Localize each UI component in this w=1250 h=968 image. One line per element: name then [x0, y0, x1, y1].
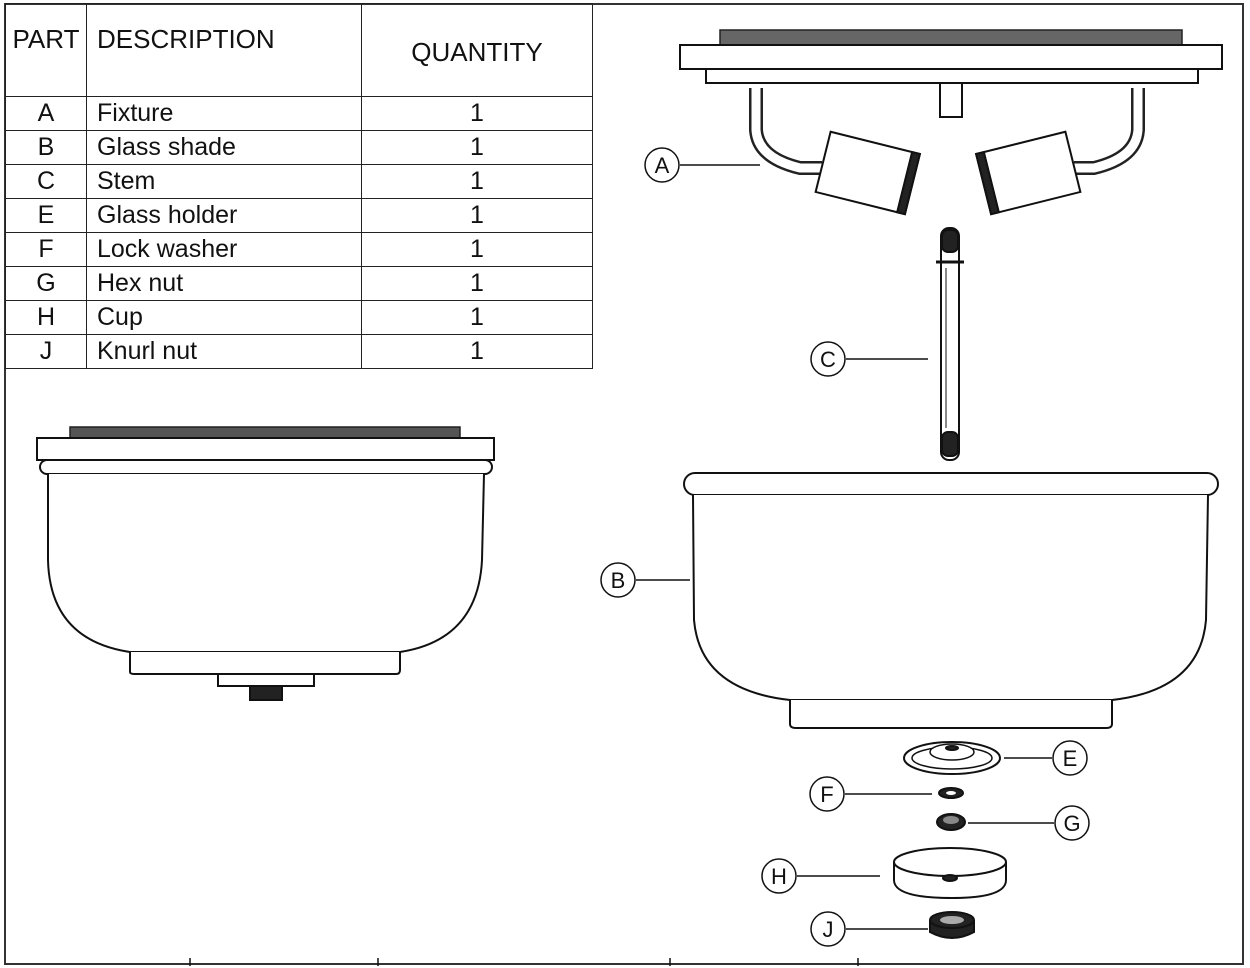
- shade-bowl: [692, 494, 1209, 701]
- callout-a-label: A: [655, 153, 670, 178]
- shade-rim: [683, 472, 1219, 496]
- callout-b-circle: [600, 562, 636, 598]
- fixture-right-socket: [974, 130, 1082, 216]
- assembled-fixture: [36, 426, 495, 701]
- part-a-fixture: [679, 29, 1223, 216]
- assembled-canopy-plate: [36, 437, 495, 461]
- part-g-hex-nut: [936, 813, 966, 831]
- row-description: Knurl nut: [86, 334, 362, 369]
- callout-j-label: J: [823, 917, 834, 942]
- part-e-glass-holder: [903, 741, 1001, 775]
- row-description: Lock washer: [86, 232, 362, 267]
- row-part: F: [5, 232, 87, 267]
- row-description: Stem: [86, 164, 362, 199]
- part-b-glass-shade: [683, 472, 1219, 729]
- part-j-knurl-nut: [929, 911, 975, 939]
- table-row: C Stem 1: [5, 164, 593, 199]
- callout-e-label: E: [1063, 746, 1078, 771]
- part-h-cup: [893, 847, 1007, 900]
- glass-holder-hole: [945, 745, 959, 751]
- callout-g-circle: [1054, 805, 1090, 841]
- callout-f-label: F: [820, 782, 833, 807]
- callout-h-label: H: [771, 864, 787, 889]
- cup-top: [893, 847, 1007, 877]
- row-part: E: [5, 198, 87, 233]
- row-quantity: 1: [361, 334, 593, 369]
- cup-hole: [942, 874, 958, 882]
- fixture-center-stud: [939, 82, 963, 118]
- callout-c-circle: [810, 341, 846, 377]
- row-quantity: 1: [361, 164, 593, 199]
- row-part: B: [5, 130, 87, 165]
- row-quantity: 1: [361, 130, 593, 165]
- callout-g-label: G: [1063, 811, 1080, 836]
- glass-holder-dome: [929, 743, 975, 761]
- table-row: J Knurl nut 1: [5, 334, 593, 369]
- shade-base: [789, 700, 1113, 729]
- callout-e-circle: [1052, 740, 1088, 776]
- header-part: PART: [5, 3, 87, 97]
- table-row: E Glass holder 1: [5, 198, 593, 233]
- callout-f-circle: [809, 776, 845, 812]
- drawing-frame: [4, 3, 1244, 965]
- row-quantity: 1: [361, 96, 593, 131]
- header-description: DESCRIPTION: [86, 3, 362, 97]
- fixture-right-arm-inner: [1074, 88, 1143, 173]
- table-header-row: PART DESCRIPTION QUANTITY: [5, 3, 593, 97]
- assembled-shade-base: [129, 652, 401, 675]
- row-quantity: 1: [361, 300, 593, 335]
- bottom-border-ticks: [189, 958, 859, 966]
- row-part: C: [5, 164, 87, 199]
- row-quantity: 1: [361, 232, 593, 267]
- fixture-left-socket: [814, 130, 922, 216]
- assembled-cup: [217, 673, 315, 687]
- row-part: J: [5, 334, 87, 369]
- row-part: A: [5, 96, 87, 131]
- assembled-shade-bowl: [47, 473, 485, 653]
- stem-bottom-thread: [941, 431, 959, 457]
- stem-top-thread: [941, 229, 959, 253]
- parts-list-table: PART DESCRIPTION QUANTITY A Fixture 1 B …: [5, 3, 593, 369]
- fixture-left-arm-inner: [751, 88, 822, 173]
- table-row: G Hex nut 1: [5, 266, 593, 301]
- assembled-knurl-nut: [249, 685, 283, 701]
- callout-a-circle: [644, 147, 680, 183]
- callout-h-circle: [761, 858, 797, 894]
- table-row: H Cup 1: [5, 300, 593, 335]
- lock-washer-hole: [946, 791, 956, 795]
- row-part: H: [5, 300, 87, 335]
- row-quantity: 1: [361, 266, 593, 301]
- table-row: F Lock washer 1: [5, 232, 593, 267]
- knurl-nut-hole: [940, 916, 964, 924]
- part-c-stem: [936, 227, 964, 461]
- callout-c-label: C: [820, 347, 836, 372]
- table-row: B Glass shade 1: [5, 130, 593, 165]
- fixture-canopy-grille: [719, 29, 1183, 46]
- callout-b-label: B: [611, 568, 626, 593]
- row-part: G: [5, 266, 87, 301]
- fixture-mount-plate: [705, 68, 1199, 84]
- callout-j-circle: [810, 911, 846, 947]
- header-quantity: QUANTITY: [361, 3, 593, 97]
- fixture-canopy-plate: [679, 44, 1223, 70]
- assembled-shade-rim: [39, 459, 493, 475]
